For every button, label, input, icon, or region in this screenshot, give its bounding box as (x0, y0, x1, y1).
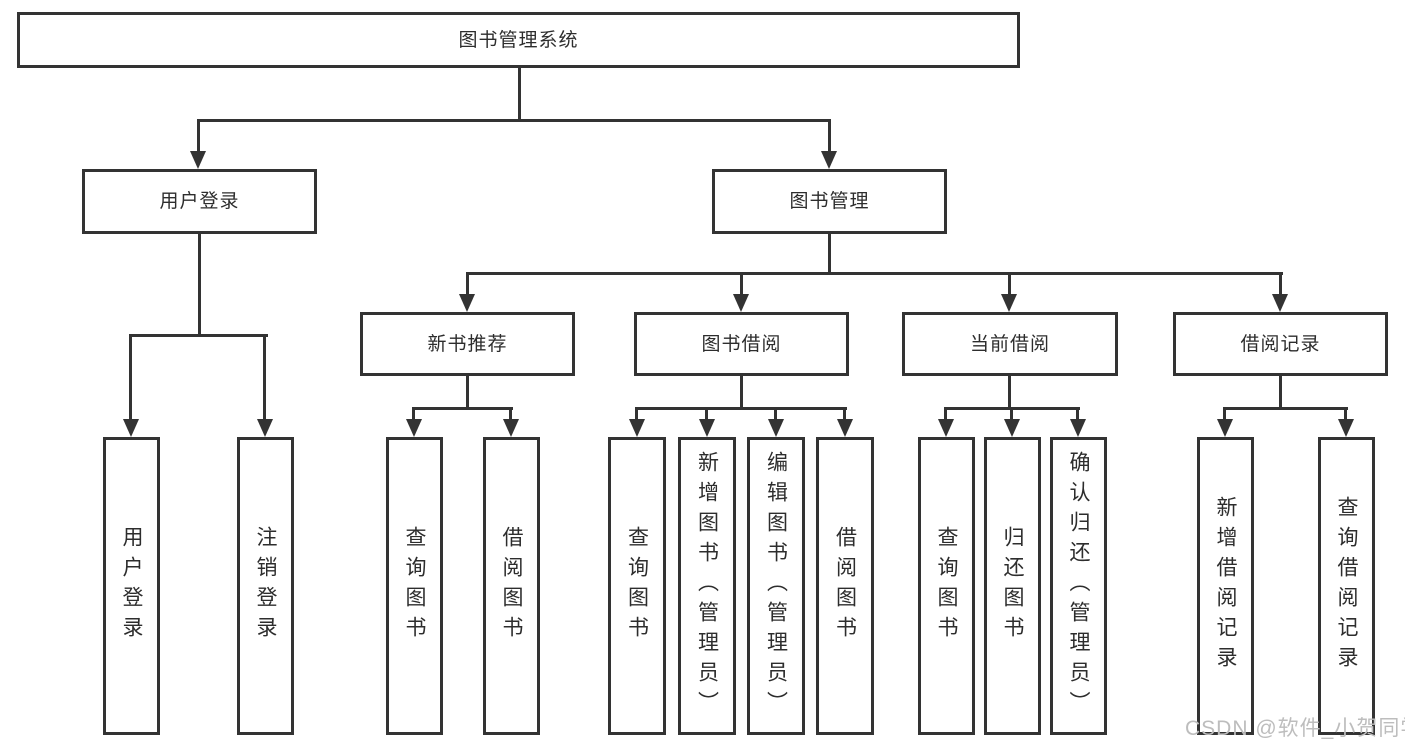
node-label: 借阅图书 (500, 526, 523, 646)
connector-drop (635, 407, 638, 421)
leaf-logout: 注销登录 (237, 437, 294, 735)
connector-current-stem (1008, 376, 1011, 407)
connector-drop (774, 407, 777, 421)
leaf-borrow-books-recommend: 借阅图书 (483, 437, 540, 735)
connector-drop (412, 407, 415, 421)
arrow-down-icon (1338, 419, 1354, 437)
arrow-down-icon (1004, 419, 1020, 437)
node-user-login: 用户登录 (82, 169, 317, 234)
arrow-down-icon (1001, 294, 1017, 312)
connector-root-rail (197, 119, 831, 122)
connector-borrowing-rail (635, 407, 847, 410)
node-label: 借阅记录 (1240, 333, 1321, 355)
arrow-down-icon (938, 419, 954, 437)
node-book-borrowing: 图书借阅 (634, 312, 849, 376)
connector-drop (197, 119, 200, 153)
connector-root-stem (518, 68, 521, 119)
leaf-return-books: 归还图书 (984, 437, 1041, 735)
node-label: 新书推荐 (427, 333, 508, 355)
leaf-confirm-return-admin: 确认归还（管理员） (1050, 437, 1107, 735)
connector-recommend-rail (412, 407, 513, 410)
node-label: 新增借阅记录 (1214, 496, 1237, 676)
node-label: 用户登录 (120, 526, 143, 646)
node-book-management: 图书管理 (712, 169, 947, 234)
arrow-down-icon (1070, 419, 1086, 437)
leaf-add-book-admin: 新增图书（管理员） (678, 437, 736, 735)
leaf-query-borrow-record: 查询借阅记录 (1318, 437, 1375, 735)
node-label: 确认归还（管理员） (1067, 451, 1090, 721)
connector-drop (1076, 407, 1079, 421)
arrow-down-icon (1217, 419, 1233, 437)
node-new-book-recommend: 新书推荐 (360, 312, 575, 376)
connector-records-stem (1279, 376, 1282, 407)
node-label: 图书借阅 (701, 333, 782, 355)
leaf-user-login: 用户登录 (103, 437, 160, 735)
arrow-down-icon (768, 419, 784, 437)
leaf-add-borrow-record: 新增借阅记录 (1197, 437, 1254, 735)
connector-drop (705, 407, 708, 421)
connector-drop (1008, 272, 1011, 296)
arrow-down-icon (190, 151, 206, 169)
connector-drop (828, 119, 831, 153)
connector-records-rail (1223, 407, 1348, 410)
leaf-query-books-current: 查询图书 (918, 437, 975, 735)
node-label: 图书管理 (789, 191, 870, 212)
connector-drop (1279, 272, 1282, 296)
connector-borrowing-stem (740, 376, 743, 407)
arrow-down-icon (733, 294, 749, 312)
connector-drop (509, 407, 512, 421)
connector-recommend-stem (466, 376, 469, 407)
leaf-borrow-books-borrowing: 借阅图书 (816, 437, 874, 735)
node-label: 编辑图书（管理员） (764, 451, 788, 721)
leaf-edit-book-admin: 编辑图书（管理员） (747, 437, 805, 735)
node-label: 借阅图书 (833, 526, 857, 646)
node-borrowing-records: 借阅记录 (1173, 312, 1388, 376)
connector-drop (129, 334, 132, 421)
node-label: 查询借阅记录 (1335, 496, 1358, 676)
node-label: 查询图书 (625, 526, 649, 646)
connector-book-mgmt-rail (466, 272, 1283, 275)
node-label: 图书管理系统 (458, 29, 579, 51)
node-label: 用户登录 (159, 191, 240, 212)
arrow-down-icon (406, 419, 422, 437)
node-label: 查询图书 (403, 526, 426, 646)
leaf-query-books-recommend: 查询图书 (386, 437, 443, 735)
arrow-down-icon (123, 419, 139, 437)
arrow-down-icon (257, 419, 273, 437)
connector-user-login-rail (129, 334, 268, 337)
node-label: 注销登录 (254, 526, 277, 646)
connector-drop (1344, 407, 1347, 421)
leaf-query-books-borrowing: 查询图书 (608, 437, 666, 735)
connector-user-login-stem (198, 234, 201, 334)
arrow-down-icon (837, 419, 853, 437)
connector-drop (1010, 407, 1013, 421)
node-label: 新增图书（管理员） (695, 451, 719, 721)
arrow-down-icon (699, 419, 715, 437)
connector-drop (843, 407, 846, 421)
node-label: 查询图书 (935, 526, 958, 646)
arrow-down-icon (1272, 294, 1288, 312)
node-current-borrowing: 当前借阅 (902, 312, 1118, 376)
node-library-management-system: 图书管理系统 (17, 12, 1020, 68)
connector-drop (944, 407, 947, 421)
csdn-watermark: CSDN @软件_小贺同学 (1185, 717, 1405, 740)
connector-drop (466, 272, 469, 296)
arrow-down-icon (459, 294, 475, 312)
arrow-down-icon (503, 419, 519, 437)
connector-drop (263, 334, 266, 421)
connector-book-mgmt-stem (828, 234, 831, 272)
connector-drop (1223, 407, 1226, 421)
arrow-down-icon (629, 419, 645, 437)
connector-drop (740, 272, 743, 296)
node-label: 当前借阅 (969, 333, 1050, 355)
arrow-down-icon (821, 151, 837, 169)
node-label: 归还图书 (1001, 526, 1024, 646)
